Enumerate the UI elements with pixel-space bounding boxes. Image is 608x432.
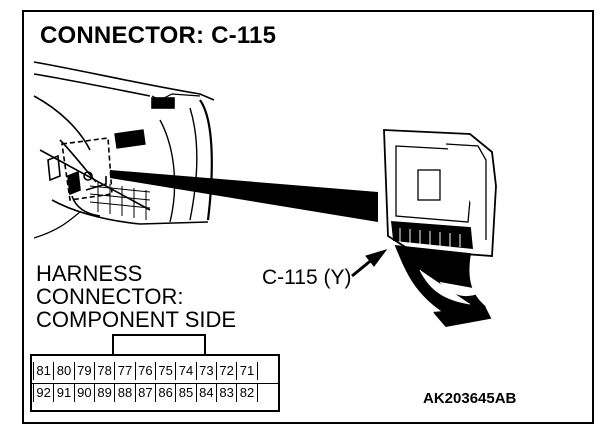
pin-92: 92 <box>33 384 53 402</box>
pin-71: 71 <box>236 362 256 380</box>
callout-wedge <box>110 170 378 222</box>
pin-row-end <box>256 362 277 380</box>
pin-80: 80 <box>53 362 73 380</box>
harness-label-line: COMPONENT SIDE <box>36 307 237 332</box>
pin-83: 83 <box>216 384 236 402</box>
pin-74: 74 <box>175 362 195 380</box>
pin-84: 84 <box>195 384 216 402</box>
harness-label-line: HARNESS <box>36 261 143 286</box>
pin-72: 72 <box>216 362 236 380</box>
pin-73: 73 <box>195 362 216 380</box>
ecu-connector-illustration <box>383 129 497 327</box>
pin-75: 75 <box>155 362 175 380</box>
dashboard-illustration <box>33 61 215 239</box>
pin-86: 86 <box>155 384 175 402</box>
pin-88: 88 <box>114 384 134 402</box>
pin-row-end <box>256 384 277 402</box>
pin-90: 90 <box>73 384 94 402</box>
pin-79: 79 <box>73 362 94 380</box>
pin-81: 81 <box>33 362 53 380</box>
pin-85: 85 <box>175 384 195 402</box>
callout-arrow <box>351 249 388 278</box>
pin-89: 89 <box>94 384 114 402</box>
pin-87: 87 <box>134 384 155 402</box>
connector-title: CONNECTOR: C-115 <box>40 22 277 49</box>
figure-code: AK203645AB <box>423 390 517 407</box>
connector-callout-label: C-115 (Y) <box>262 266 352 289</box>
harness-connector-label: HARNESS CONNECTOR: COMPONENT SIDE <box>36 262 236 331</box>
pin-row-divider <box>32 383 278 384</box>
pin-78: 78 <box>94 362 114 380</box>
connector-lock-tab <box>112 334 206 356</box>
pin-82: 82 <box>236 384 256 402</box>
pin-76: 76 <box>134 362 155 380</box>
harness-label-line: CONNECTOR: <box>36 284 184 309</box>
pin-77: 77 <box>114 362 134 380</box>
pin-91: 91 <box>53 384 73 402</box>
